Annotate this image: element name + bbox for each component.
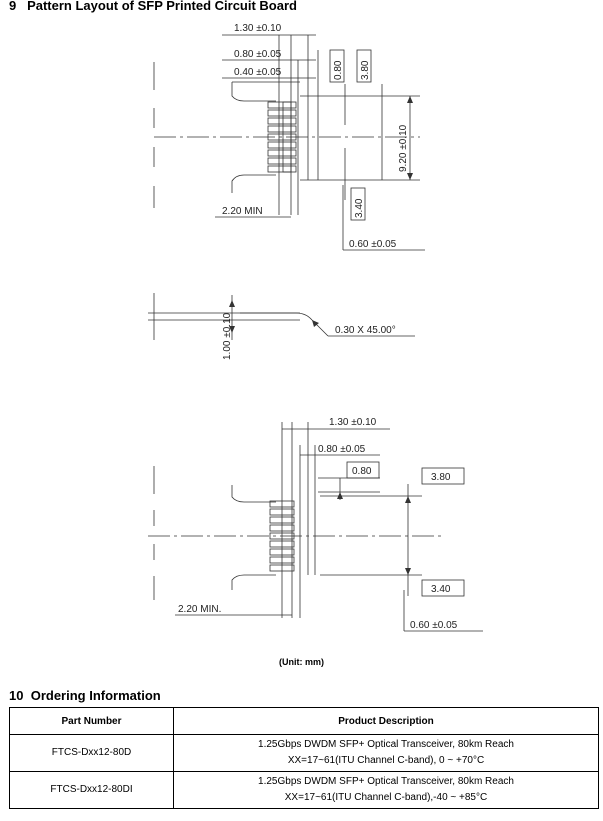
product-description-cell: 1.25Gbps DWDM SFP+ Optical Transceiver, … — [173, 734, 599, 772]
dim-top-7: 3.40 — [354, 198, 365, 218]
pcb-pattern-top-drawing — [153, 34, 425, 251]
table-row: FTCS-Dxx12-80DI 1.25Gbps DWDM SFP+ Optic… — [9, 771, 599, 809]
description-line-2: XX=17~61(ITU Channel C-band),-40 ~ +85°C — [284, 792, 488, 803]
description-line-1: 1.25Gbps DWDM SFP+ Optical Transceiver, … — [258, 776, 514, 787]
dim-bottom-2: 0.80 ±0.05 — [318, 444, 366, 455]
dim-top-4: 0.80 — [333, 60, 344, 80]
dim-top-9: 0.60 ±0.05 — [349, 239, 397, 250]
section-9-heading: 9 Pattern Layout of SFP Printed Circuit … — [9, 0, 297, 13]
dim-top-1: 1.30 ±0.10 — [234, 23, 282, 34]
header-product-description: Product Description — [173, 707, 599, 735]
pcb-pattern-bottom-drawing — [148, 422, 483, 632]
description-line-2: XX=17~61(ITU Channel C-band), 0 ~ +70°C — [287, 755, 485, 766]
dim-top-8: 2.20 MIN — [222, 206, 263, 217]
dim-top-2: 0.80 ±0.05 — [234, 49, 282, 60]
dim-bottom-3: 0.80 — [352, 466, 372, 477]
header-part-number: Part Number — [9, 707, 174, 735]
ordering-table: Part Number Product Description FTCS-Dxx… — [9, 707, 599, 809]
section-9-title: Pattern Layout of SFP Printed Circuit Bo… — [27, 0, 297, 13]
section-10-number: 10 — [9, 688, 24, 703]
pcb-pattern-drawings: 1.30 ±0.10 0.80 ±0.05 0.40 ±0.05 0.80 3.… — [148, 23, 483, 632]
unit-note: (Unit: mm) — [279, 657, 324, 667]
section-10-heading: 10 Ordering Information — [9, 688, 161, 703]
dim-bottom-4: 3.80 — [431, 472, 451, 483]
dim-bottom-6: 2.20 MIN. — [178, 604, 221, 615]
part-number-cell: FTCS-Dxx12-80DI — [9, 771, 174, 809]
section-9-number: 9 — [9, 0, 17, 13]
description-line-1: 1.25Gbps DWDM SFP+ Optical Transceiver, … — [258, 739, 514, 750]
dim-top-6: 9.20 ±0.10 — [398, 124, 409, 172]
dim-bottom-7: 0.60 ±0.05 — [410, 620, 458, 631]
dim-bottom-5: 3.40 — [431, 584, 451, 595]
table-row: FTCS-Dxx12-80D 1.25Gbps DWDM SFP+ Optica… — [9, 734, 599, 772]
dim-bottom-1: 1.30 ±0.10 — [329, 417, 377, 428]
section-10-title: Ordering Information — [30, 688, 161, 703]
dim-middle-2: 0.30 X 45.00° — [335, 325, 396, 336]
dim-top-5: 3.80 — [360, 60, 371, 80]
ordering-table-header: Part Number Product Description — [9, 707, 599, 735]
dim-middle-1: 1.00 ±0.10 — [222, 312, 233, 360]
part-number-cell: FTCS-Dxx12-80D — [9, 734, 174, 772]
product-description-cell: 1.25Gbps DWDM SFP+ Optical Transceiver, … — [173, 771, 599, 809]
dim-top-3: 0.40 ±0.05 — [234, 67, 282, 78]
